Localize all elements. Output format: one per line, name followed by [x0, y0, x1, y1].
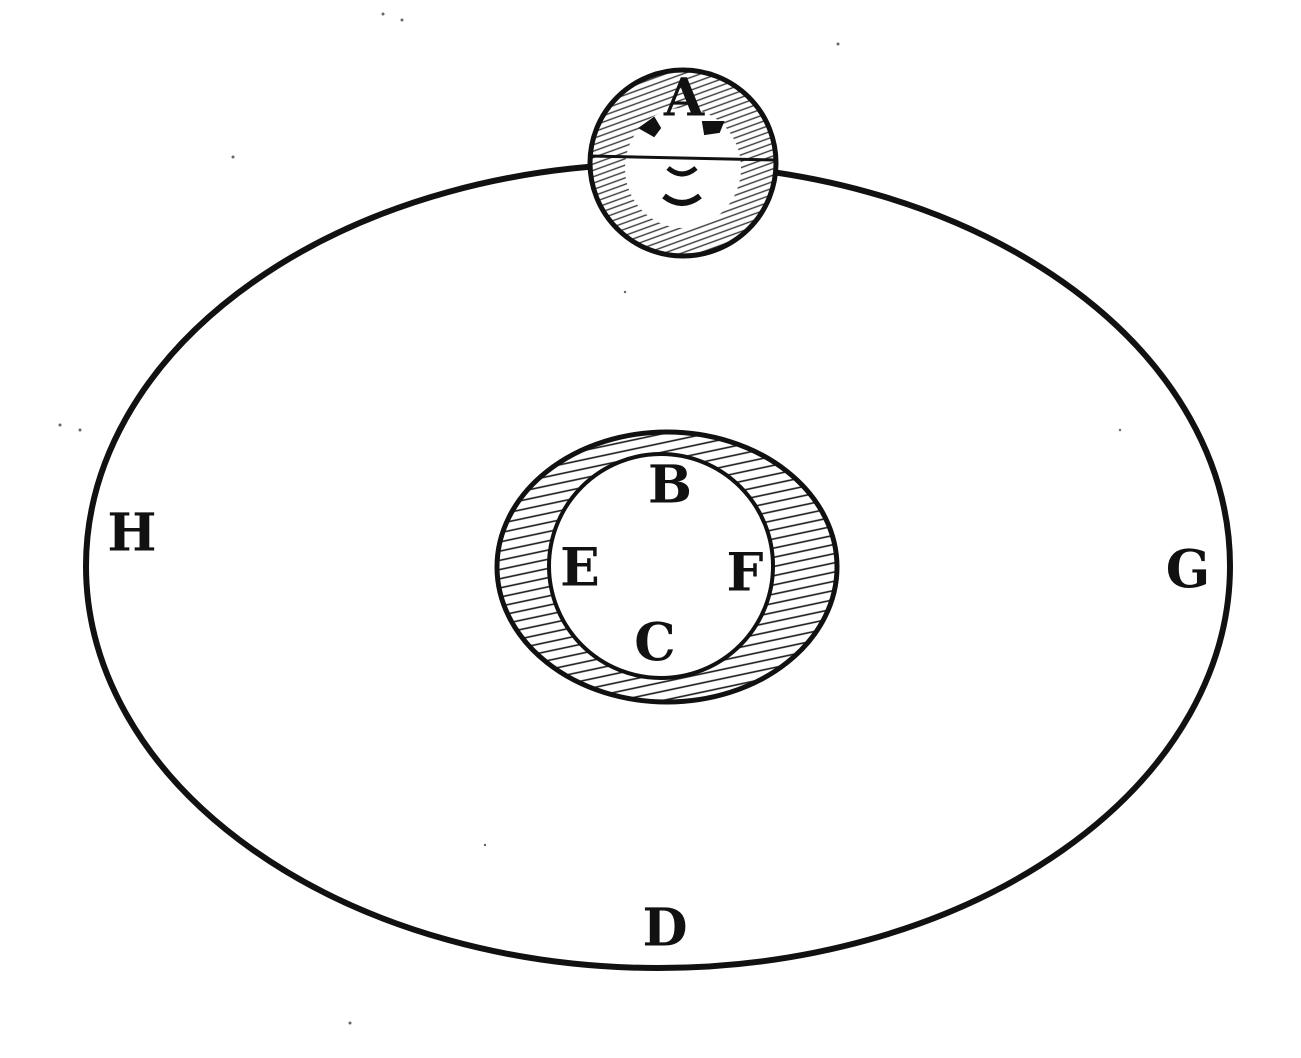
label-b: B: [648, 455, 692, 516]
paper-specks: [58, 12, 1122, 1025]
label-c: C: [634, 613, 675, 674]
sun-face-icon: [638, 116, 725, 206]
sun-equator-line: [589, 154, 777, 162]
label-f: F: [727, 543, 764, 604]
sun-body: [587, 67, 779, 259]
label-h: H: [107, 503, 156, 564]
central-body-inner-disc: [547, 452, 775, 680]
sun-outline: [587, 67, 779, 259]
central-body: [494, 429, 840, 705]
label-g: G: [1166, 540, 1210, 601]
label-e: E: [560, 538, 600, 599]
label-a: A: [663, 68, 705, 129]
label-d: D: [642, 898, 687, 959]
